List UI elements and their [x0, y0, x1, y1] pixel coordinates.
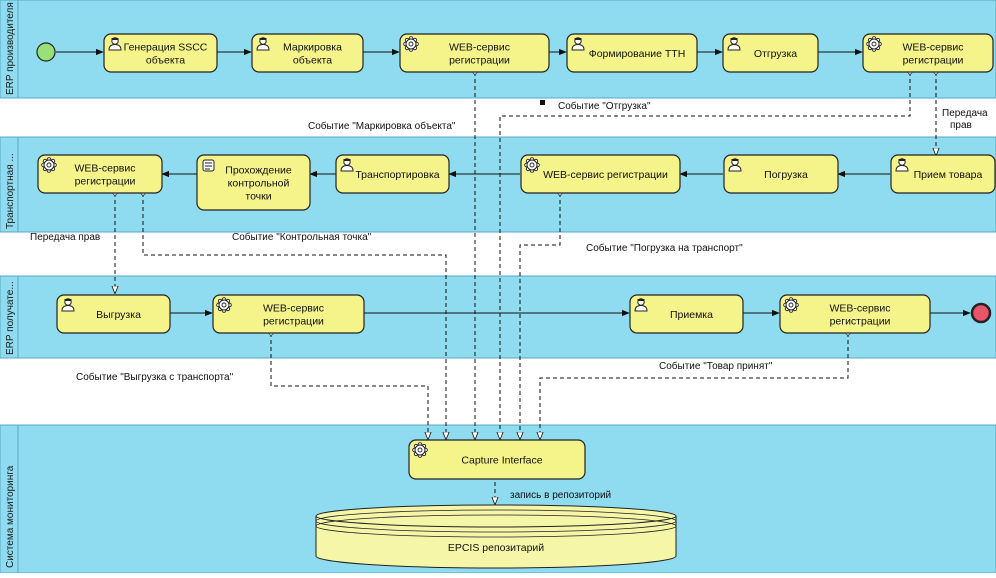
task-label: Отгрузка: [754, 48, 797, 60]
task-label: WEB-сервис: [829, 303, 890, 315]
label-rights-transfer-2: Передача прав: [30, 232, 100, 243]
task-label: регистрации: [449, 55, 510, 67]
user-icon: [634, 298, 648, 312]
task-label: точки: [245, 191, 271, 203]
gear-icon: [783, 297, 799, 313]
gear-icon: [216, 297, 232, 313]
task-web3[interactable]: WEB-сервис регистрации: [520, 154, 681, 194]
tasks: Генерация SSCCобъектаМаркировкаобъектаWE…: [37, 33, 996, 480]
gear-icon: [41, 157, 57, 173]
label-event-loading: Событие "Погрузка на транспорт": [586, 242, 743, 254]
user-icon: [895, 158, 909, 172]
task-label: WEB-сервис регистрации: [543, 169, 668, 181]
gear-icon: [524, 157, 540, 173]
task-label: WEB-сервис: [74, 163, 135, 175]
lane-label: ERP производителя: [5, 2, 16, 95]
user-icon: [61, 298, 75, 312]
task-label: Генерация SSCC: [124, 42, 208, 54]
user-icon: [571, 37, 585, 51]
user-icon: [340, 158, 354, 172]
label-write-repository: запись в репозиторий: [510, 490, 611, 501]
task-label: контрольной: [228, 178, 290, 190]
task-unload[interactable]: Выгрузка: [56, 294, 171, 334]
start-event[interactable]: [36, 42, 56, 62]
hand-icon: [202, 159, 215, 172]
user-icon: [728, 158, 742, 172]
task-label: регистрации: [263, 316, 324, 328]
task-capture[interactable]: Capture Interface: [408, 439, 586, 480]
task-label: Погрузка: [764, 169, 808, 181]
epcis-repository[interactable]: EPCIS репозитарий: [315, 504, 677, 569]
gear-icon: [403, 36, 419, 52]
task-ship[interactable]: Отгрузка: [722, 33, 819, 73]
user-icon: [727, 37, 741, 51]
task-label: объекта: [293, 55, 332, 67]
task-load[interactable]: Погрузка: [723, 154, 839, 194]
task-label: Транспортировка: [355, 169, 439, 181]
task-label: Выгрузка: [96, 309, 141, 321]
user-icon: [108, 37, 122, 51]
task-label: WEB-сервис: [449, 42, 510, 54]
task-label: Прием товара: [914, 169, 983, 181]
label-event-accepted: Событие "Товар принят": [659, 360, 773, 372]
task-label: Прохождение: [225, 165, 292, 177]
task-label: Маркировка: [283, 42, 342, 54]
message-flows: [115, 72, 936, 504]
task-label: объекта: [146, 55, 185, 67]
gear-icon: [412, 442, 428, 458]
task-transp[interactable]: Транспортировка: [335, 154, 450, 194]
task-label: WEB-сервис: [263, 303, 324, 315]
lane-label: ERP получате...: [5, 281, 16, 355]
message-labels: Событие "Отгрузка" Событие "Маркировка о…: [30, 100, 988, 501]
task-label: WEB-сервис: [902, 42, 963, 54]
label-event-unloading: Событие "Выгрузка с транспорта": [76, 371, 234, 383]
label-event-shipment: Событие "Отгрузка": [558, 100, 651, 112]
task-label: регистрации: [830, 316, 891, 328]
label-event-marking: Событие "Маркировка объекта": [308, 120, 456, 132]
task-accept[interactable]: Приемка: [629, 294, 744, 334]
end-event[interactable]: [970, 302, 992, 324]
user-icon: [256, 37, 270, 51]
label-event-checkpoint: Событие "Контрольная точка": [232, 231, 372, 243]
task-recv[interactable]: Прием товара: [890, 154, 996, 194]
task-label: Формирование ТТН: [589, 48, 686, 60]
gear-icon: [866, 36, 882, 52]
task-label: регистрации: [75, 176, 136, 188]
lane-label: Система мониторинга: [5, 465, 16, 568]
lane-label: Транспортная ...: [5, 153, 16, 229]
label-rights-transfer-1a: Передача: [942, 108, 988, 119]
task-label: регистрации: [903, 55, 964, 67]
task-ttn[interactable]: Формирование ТТН: [566, 33, 698, 73]
task-label: Приемка: [670, 309, 713, 321]
task-label: Capture Interface: [461, 455, 542, 467]
label-rights-transfer-1b: прав: [950, 120, 972, 131]
repository-label: EPCIS репозитарий: [448, 542, 544, 554]
